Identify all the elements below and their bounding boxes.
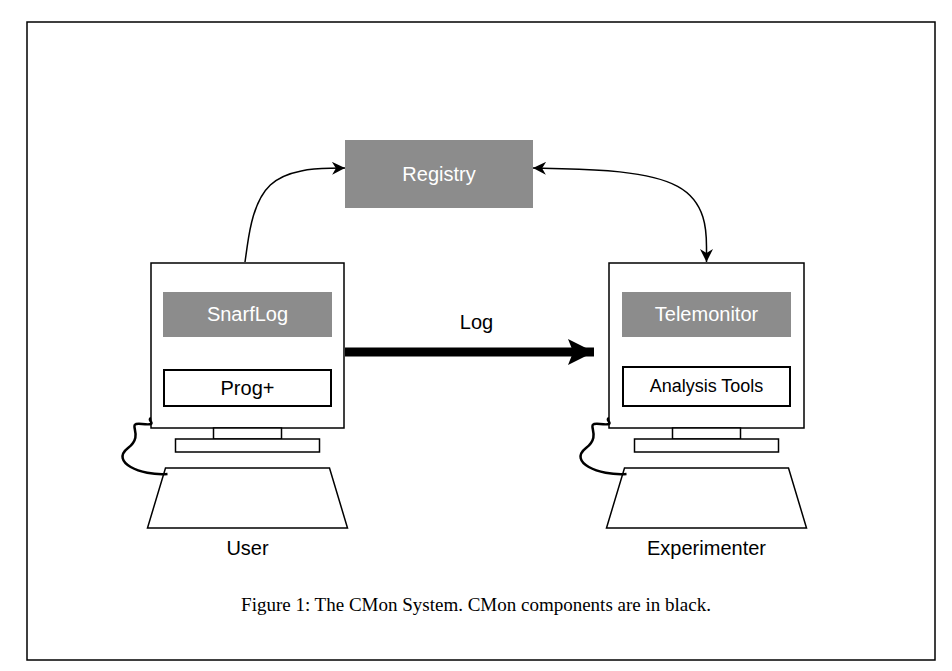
monitor-screen [151, 263, 344, 428]
box-label: Analysis Tools [650, 376, 764, 397]
experimenter-computer: TelemonitorAnalysis ToolsExperimenter [608, 262, 805, 562]
program-box: Prog+ [163, 369, 332, 407]
keyboard [607, 468, 807, 528]
log-stream-arrow [345, 348, 594, 357]
monitor-neck [673, 428, 741, 439]
telemonitor-box: Telemonitor [622, 292, 791, 337]
box-label: Telemonitor [655, 303, 758, 326]
snarflog-box: SnarfLog [163, 292, 332, 337]
edge-label: Log [458, 311, 495, 334]
keyboard-cable [581, 418, 627, 474]
keyboard [148, 468, 348, 528]
station-label: User [150, 537, 345, 560]
connector-arrow [245, 168, 345, 262]
keyboard-cable [123, 418, 168, 474]
analysis-tools-box: Analysis Tools [622, 366, 791, 407]
connector-arrow [533, 168, 707, 262]
monitor-base [176, 439, 320, 452]
monitor-neck [214, 428, 282, 439]
registry-box: Registry [345, 140, 533, 208]
box-label: SnarfLog [207, 303, 288, 326]
user-computer: SnarfLogProg+ User [150, 262, 345, 562]
monitor-base [635, 439, 779, 452]
box-label: Registry [402, 163, 475, 186]
station-label: Experimenter [608, 537, 805, 560]
box-label: Prog+ [221, 377, 275, 400]
frame-border [27, 22, 935, 660]
monitor-screen [609, 263, 804, 428]
figure-caption: Figure 1: The CMon System. CMon componen… [30, 594, 922, 616]
